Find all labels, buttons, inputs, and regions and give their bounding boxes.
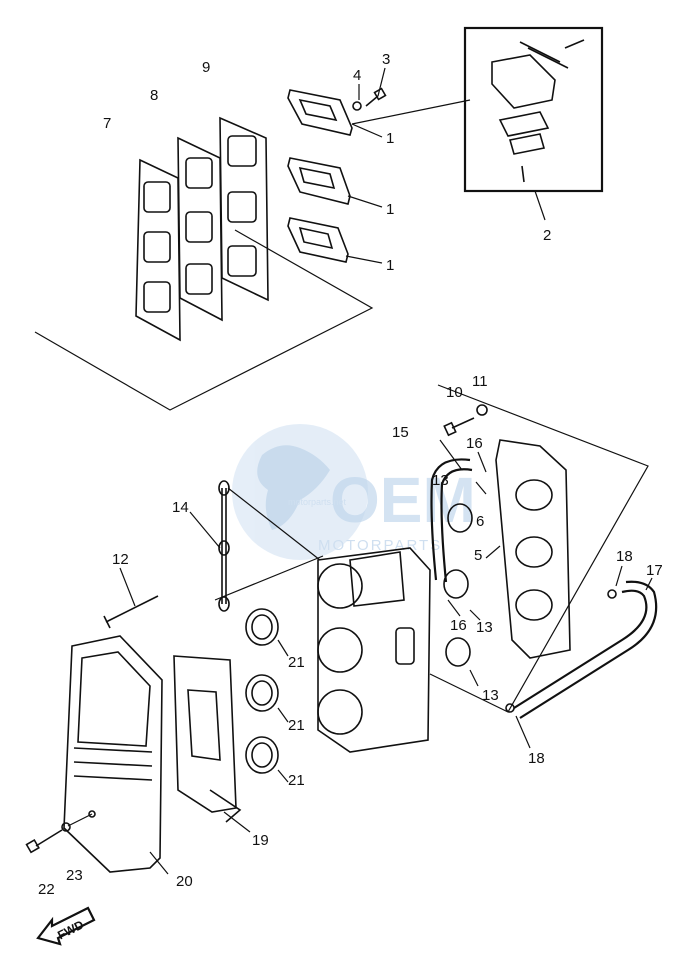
callout-19: 19 bbox=[252, 832, 269, 849]
gasket-9 bbox=[219, 116, 269, 302]
clip-18b bbox=[505, 703, 515, 713]
lower-outline bbox=[429, 384, 649, 713]
callout-16a: 16 bbox=[466, 435, 483, 452]
link-rod-14 bbox=[218, 480, 230, 612]
gasket-21b bbox=[245, 674, 279, 712]
callout-13a: 13 bbox=[432, 472, 449, 489]
callout-7: 7 bbox=[103, 115, 111, 132]
callout-9: 9 bbox=[202, 59, 210, 76]
callout-13c: 13 bbox=[482, 687, 499, 704]
hose-15 bbox=[430, 458, 471, 581]
o-ring-13a bbox=[447, 503, 473, 533]
callout-2: 2 bbox=[543, 227, 551, 244]
clip-18a bbox=[607, 589, 617, 599]
intake-silencer-20 bbox=[63, 635, 163, 873]
fwd-arrow-icon: FWD bbox=[36, 906, 96, 946]
callout-14: 14 bbox=[172, 499, 189, 516]
reed-valve-1c bbox=[287, 217, 349, 263]
callout-11: 11 bbox=[472, 373, 488, 390]
gasket-group-outline bbox=[34, 229, 374, 411]
gasket-8 bbox=[177, 136, 223, 322]
callout-1b: 1 bbox=[386, 201, 394, 218]
callout-12: 12 bbox=[112, 551, 129, 568]
callout-18b: 18 bbox=[528, 750, 545, 767]
callout-23: 23 bbox=[66, 867, 83, 884]
bolt-22 bbox=[25, 829, 63, 854]
washer-23 bbox=[61, 822, 71, 832]
o-ring-13b bbox=[443, 569, 469, 599]
carburetor-block bbox=[317, 547, 431, 753]
callout-21b: 21 bbox=[288, 717, 305, 734]
watermark: OEM MOTORPARTS motorparts.net bbox=[232, 424, 476, 560]
callout-13b: 13 bbox=[476, 619, 493, 636]
callout-21c: 21 bbox=[288, 772, 305, 789]
callout-15: 15 bbox=[392, 424, 409, 441]
intake-manifold bbox=[495, 439, 571, 659]
callout-20: 20 bbox=[176, 873, 193, 890]
reed-valve-detail bbox=[491, 39, 585, 183]
callout-10: 10 bbox=[446, 384, 463, 401]
bolt-12 bbox=[103, 595, 159, 629]
hose-17 bbox=[513, 589, 648, 709]
watermark-subtitle: MOTORPARTS bbox=[318, 537, 442, 554]
callout-1c: 1 bbox=[386, 257, 394, 274]
callout-8: 8 bbox=[150, 87, 158, 104]
callout-17: 17 bbox=[646, 562, 663, 579]
bolt-10 bbox=[443, 417, 475, 437]
callout-21a: 21 bbox=[288, 654, 305, 671]
reed-valve-detail-box bbox=[463, 26, 604, 193]
watermark-tagline: motorparts.net bbox=[288, 497, 347, 507]
watermark-brand: OEM bbox=[330, 464, 476, 536]
screw-3 bbox=[365, 87, 387, 107]
callout-22: 22 bbox=[38, 881, 55, 898]
reed-valve-1b bbox=[287, 157, 351, 205]
gasket-21a bbox=[245, 608, 279, 646]
callout-5: 5 bbox=[474, 547, 482, 564]
gasket-7 bbox=[135, 158, 181, 342]
callout-3: 3 bbox=[382, 51, 390, 68]
reed-valve-1a bbox=[287, 89, 353, 136]
bracket-19 bbox=[173, 655, 242, 823]
o-ring-13c bbox=[445, 637, 471, 667]
callout-6: 6 bbox=[476, 513, 484, 530]
washer-4 bbox=[352, 101, 362, 111]
callout-4: 4 bbox=[353, 67, 361, 84]
callout-18a: 18 bbox=[616, 548, 633, 565]
callout-16b: 16 bbox=[450, 617, 467, 634]
gasket-21c bbox=[245, 736, 279, 774]
washer-11 bbox=[476, 404, 488, 416]
callout-1a: 1 bbox=[386, 130, 394, 147]
